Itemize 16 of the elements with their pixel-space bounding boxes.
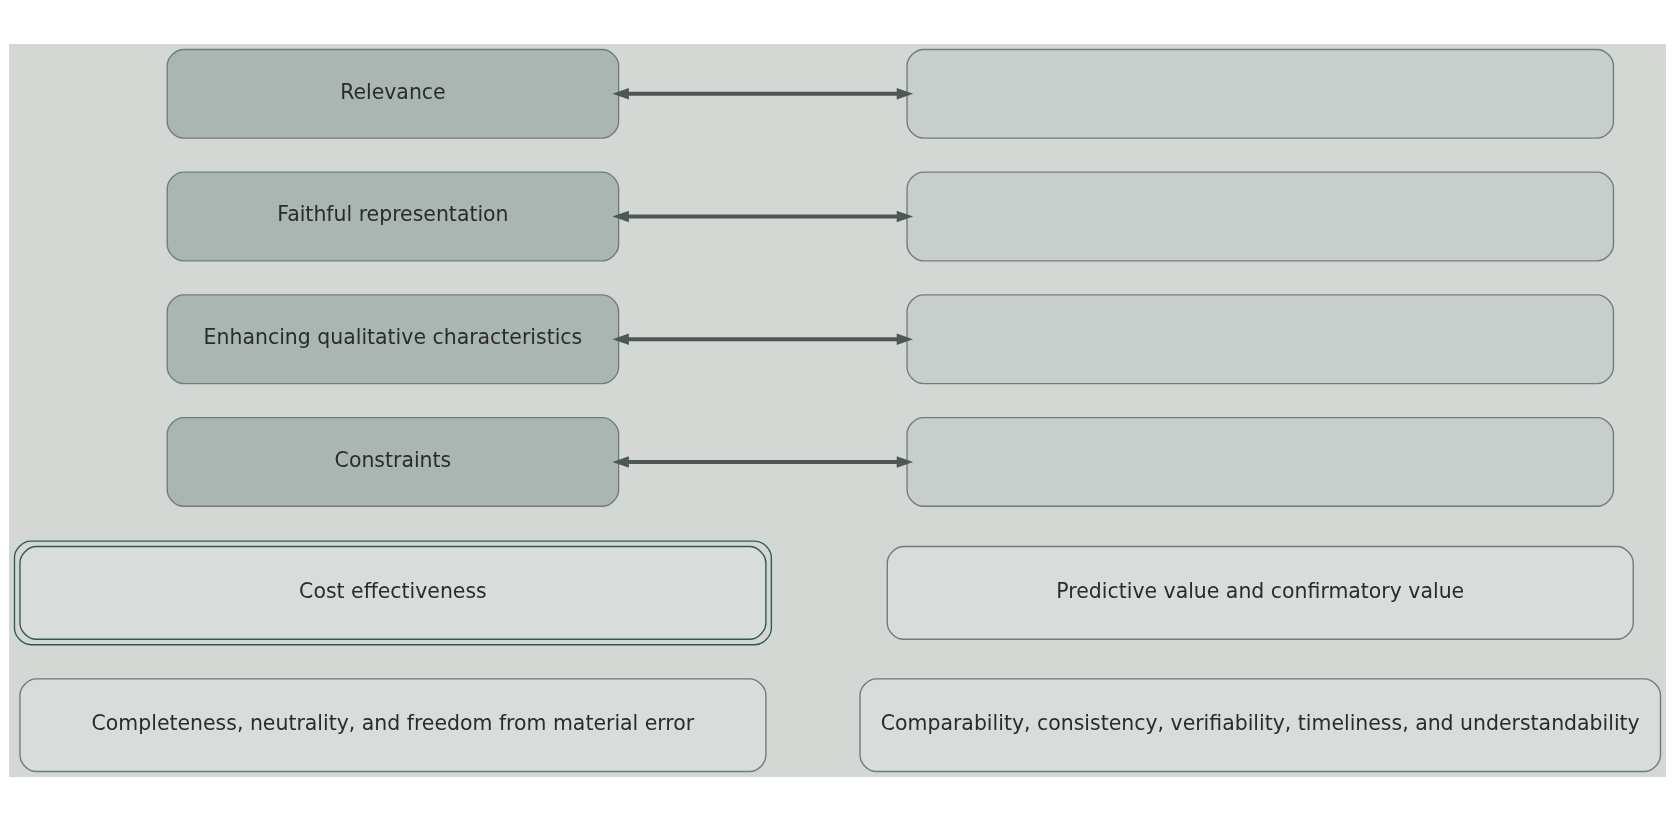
node-box [906,171,1615,262]
arrow [612,210,914,223]
arrow [612,333,914,345]
node-box: Completeness, neutrality, and freedom from material error [19,678,767,773]
node-box [906,294,1615,385]
node-box: Cost effectiveness [13,540,773,646]
arrow [612,456,914,468]
arrow [612,88,914,100]
node-box: Predictive value and confirmatory value [886,545,1634,640]
node-box: Faithful representation [166,171,620,262]
node-box [906,48,1615,139]
node-box: Enhancing qualitative characteristics [166,294,620,385]
node-box: Constraints [166,417,620,507]
node-box: Relevance [166,48,620,139]
node-box [906,417,1615,507]
node-box: Comparability, consistency, verifiability, timeliness, and understandability [859,678,1662,773]
